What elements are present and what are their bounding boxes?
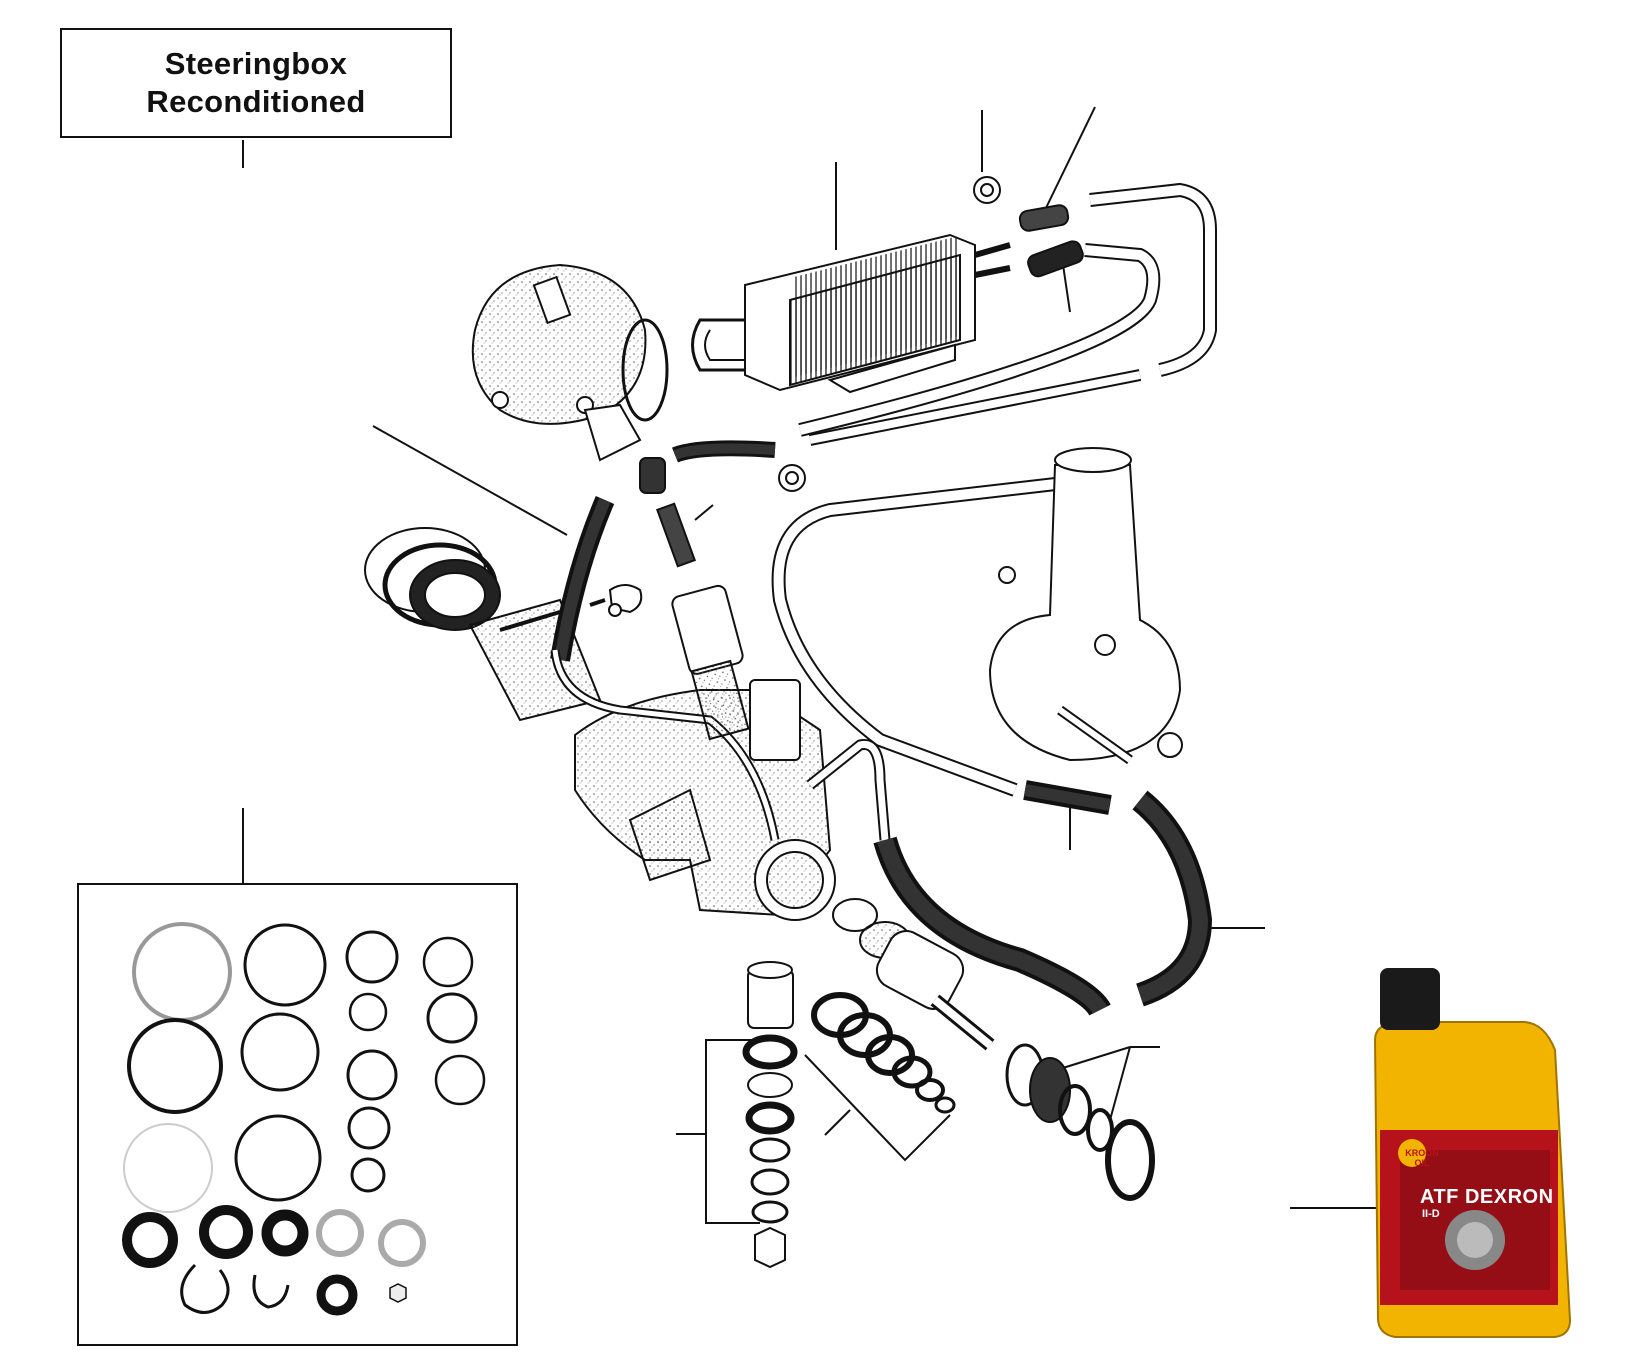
piston-parts-right <box>1005 1043 1155 1201</box>
hose-sleeves <box>778 176 1084 492</box>
seal-stack <box>742 961 798 1269</box>
title-box: Steeringbox Reconditioned <box>60 28 452 138</box>
return-hoses <box>873 780 1213 1017</box>
input-shaft-valve <box>589 584 750 741</box>
steering-box-housing <box>574 679 836 921</box>
bottle-brand-label: KROON OIL <box>1405 1148 1439 1168</box>
oil-cooler <box>691 233 1011 394</box>
bottle-product-label: ATF DEXRON <box>1420 1186 1554 1208</box>
seal-kit-box <box>77 883 518 1346</box>
title-line-2: Reconditioned <box>146 84 366 119</box>
reservoir-pump <box>988 447 1183 765</box>
oil-bottle <box>1373 968 1572 1338</box>
bottle-grade-label: II-D <box>1422 1208 1440 1220</box>
title-line-1: Steeringbox <box>164 46 348 81</box>
pump-cover <box>471 263 696 568</box>
seal-kit-rings <box>122 922 486 1316</box>
valve-parts <box>832 898 995 1051</box>
cooler-hoses <box>798 182 1217 446</box>
leader-lines <box>242 106 1380 1224</box>
spring-set <box>811 992 956 1114</box>
